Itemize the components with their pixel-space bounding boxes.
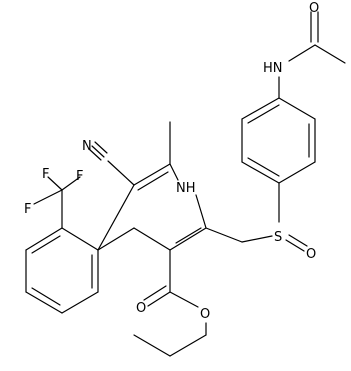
nitrile-group <box>88 141 135 186</box>
atom-label-ring-nh: NH <box>176 181 196 196</box>
atom-label-oxygen-ester-carbonyl: O <box>136 301 146 316</box>
trifluoromethyl-group <box>33 176 81 229</box>
dihydropyridine-ring <box>97 163 207 251</box>
atom-label-fluorine-1: F <box>76 169 83 184</box>
atom-label-oxygen-acetyl: O <box>309 1 319 16</box>
atom-label-nitrile-n: N <box>82 139 92 154</box>
atom-label-fluorine-3: F <box>24 202 31 217</box>
atom-label-oxygen-sulfinyl: O <box>306 247 316 262</box>
sulfinyl-linker <box>205 182 308 252</box>
phenyl-ring-trifluoromethyl <box>25 227 99 314</box>
atom-label-fluorine-2: F <box>42 167 49 182</box>
ethyl-ester-group <box>133 249 207 357</box>
atom-label-sulfur: S <box>274 230 282 245</box>
acetamide-group <box>278 11 346 99</box>
atom-label-amide-nh: HN <box>263 61 283 76</box>
atom-label-oxygen-ester-alkoxy: O <box>200 307 210 322</box>
phenyl-ring-acetamide <box>241 97 316 184</box>
